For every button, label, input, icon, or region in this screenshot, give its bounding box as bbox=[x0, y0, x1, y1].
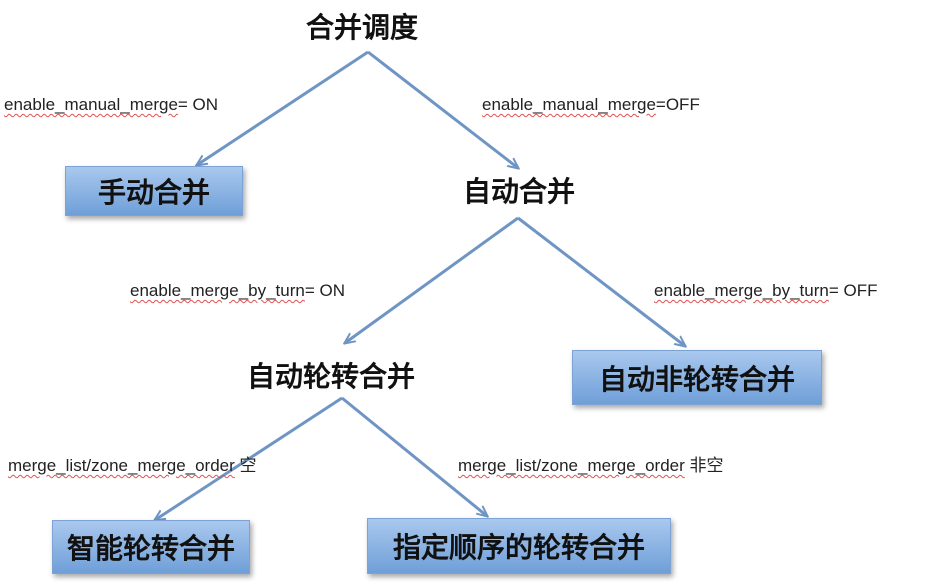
arrow-root-to-auto bbox=[367, 50, 518, 168]
edge-value: = OFF bbox=[828, 281, 878, 300]
edge-label-list-nonempty: merge_list/zone_merge_order 非空 bbox=[458, 457, 724, 474]
node-ordered-rotate-merge: 指定顺序的轮转合并 bbox=[367, 518, 671, 574]
arrow-auto-to-auto-non-rotate bbox=[517, 216, 685, 346]
edge-value: = ON bbox=[177, 95, 219, 114]
edge-label-manual-off: enable_manual_merge=OFF bbox=[482, 96, 700, 113]
edge-value: =OFF bbox=[655, 95, 700, 114]
arrow-auto-rotate-to-ordered bbox=[341, 396, 487, 516]
edge-label-list-empty: merge_list/zone_merge_order 空 bbox=[8, 457, 257, 474]
edge-value: 非空 bbox=[684, 456, 724, 475]
arrow-root-to-manual bbox=[197, 50, 369, 165]
edge-label-manual-on: enable_manual_merge= ON bbox=[4, 96, 218, 113]
node-root: 合并调度 bbox=[306, 11, 419, 44]
edge-label-turn-off: enable_merge_by_turn= OFF bbox=[654, 282, 878, 299]
node-smart-rotate-merge: 智能轮转合并 bbox=[52, 520, 250, 574]
edge-key: enable_merge_by_turn bbox=[654, 281, 829, 300]
edge-key: enable_manual_merge bbox=[4, 95, 178, 114]
node-auto-merge: 自动合并 bbox=[463, 175, 576, 208]
node-auto-rotate-merge: 自动轮转合并 bbox=[247, 360, 416, 393]
edge-label-turn-on: enable_merge_by_turn= ON bbox=[130, 282, 345, 299]
arrow-auto-to-auto-rotate bbox=[345, 216, 519, 343]
node-auto-non-rotate-merge: 自动非轮转合并 bbox=[572, 350, 822, 405]
arrow-auto-rotate-to-smart bbox=[155, 396, 343, 520]
edge-key: enable_manual_merge bbox=[482, 95, 656, 114]
edge-value: = ON bbox=[304, 281, 346, 300]
edge-key: merge_list/zone_merge_order bbox=[8, 456, 235, 475]
edge-key: enable_merge_by_turn bbox=[130, 281, 305, 300]
node-manual-merge: 手动合并 bbox=[65, 166, 243, 216]
edge-key: merge_list/zone_merge_order bbox=[458, 456, 685, 475]
edge-value: 空 bbox=[234, 456, 257, 475]
